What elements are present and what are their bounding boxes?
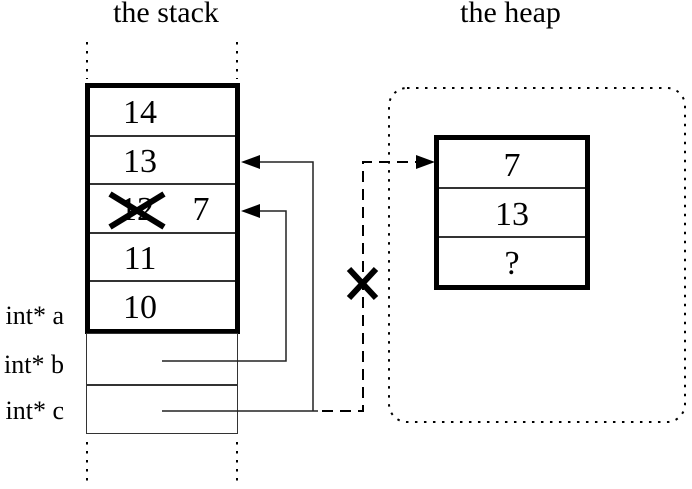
stack-old-value-crossed: 12	[120, 191, 154, 229]
stack-frame-box: 14 13 12 7 11 10	[85, 83, 240, 334]
x-mark-dangling-pointer	[346, 266, 379, 301]
stack-value-10: 10	[123, 288, 157, 326]
heap-cell-0: 7	[439, 140, 585, 187]
var-label-a: int* a	[5, 301, 65, 330]
pointer-c-arrowhead	[241, 155, 260, 169]
stack-title: the stack	[113, 0, 219, 29]
stack-new-value: 7	[192, 191, 210, 229]
heap-object-box: 7 13 ?	[434, 135, 590, 290]
heap-cell-2: ?	[439, 236, 585, 285]
stack-cell-13: 13	[90, 134, 235, 184]
pointer-b-arrowhead	[241, 204, 260, 218]
stack-cell-overwritten: 12 7	[90, 183, 235, 232]
stack-value-14: 14	[123, 94, 157, 132]
heap-value-2: ?	[504, 244, 520, 282]
heap-title: the heap	[460, 0, 561, 29]
var-label-c: int* c	[5, 396, 65, 425]
stack-slot-c	[87, 386, 237, 433]
heap-value-1: 13	[495, 195, 529, 233]
stack-cell-10: 10	[90, 280, 235, 329]
stack-slot-b	[87, 334, 237, 386]
stack-cell-14: 14	[90, 88, 235, 135]
var-label-b: int* b	[4, 350, 64, 379]
stack-pointer-slots	[86, 333, 238, 434]
heap-value-0: 7	[503, 146, 521, 184]
dangling-pointer-arrowhead	[416, 155, 435, 169]
stack-cell-11: 11	[90, 231, 235, 281]
stack-value-13: 13	[123, 142, 157, 180]
dangling-pointer-dashed-line	[322, 161, 416, 412]
stack-value-11: 11	[123, 240, 157, 278]
heap-cell-1: 13	[439, 187, 585, 236]
